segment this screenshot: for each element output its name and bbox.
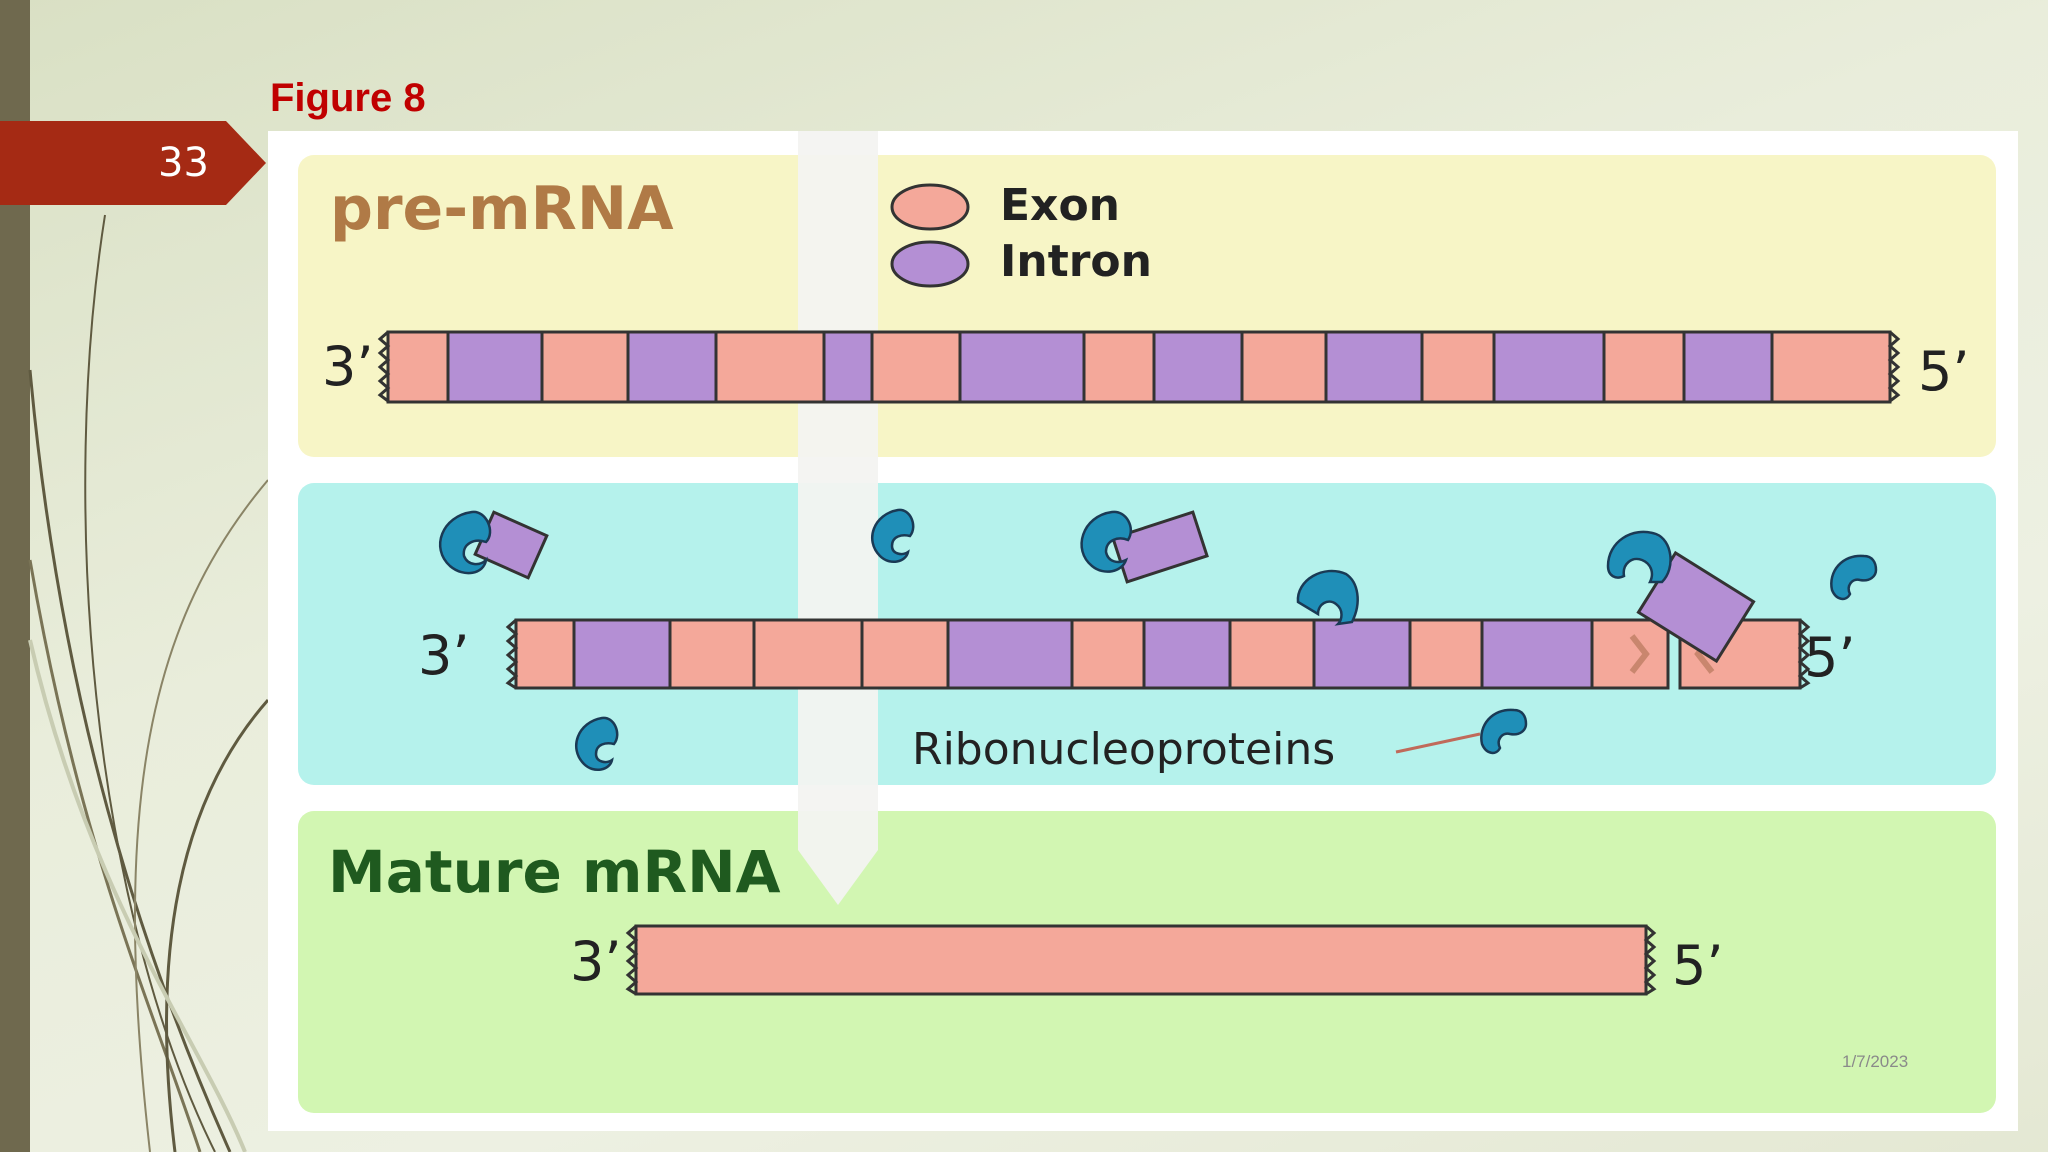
page-number-tab: [0, 121, 266, 205]
figure-panel: pre-mRNA Mature mRNA Exon Intron: [268, 131, 2018, 1131]
splicing-5prime-label: 5’: [1804, 626, 1856, 689]
page-number: 33: [158, 140, 209, 186]
mature-3prime-cut: [625, 924, 639, 996]
splicing-diagram: pre-mRNA Mature mRNA Exon Intron: [298, 131, 1996, 1113]
exon-legend-label: Exon: [1000, 180, 1120, 231]
splicing-strand: [505, 618, 1811, 690]
decorative-curves: [28, 214, 270, 1152]
exon-legend-swatch: [890, 183, 970, 231]
intron-legend-swatch: [890, 240, 970, 288]
rnp-pointer-line: [1395, 732, 1481, 754]
slide-date: 1/7/2023: [1842, 1052, 1909, 1071]
mature-3prime-label: 3’: [570, 930, 622, 993]
premrna-strand: [377, 330, 1901, 404]
ribonucleoprotein-icons: [439, 508, 1878, 772]
mature-5prime-label: 5’: [1672, 934, 1724, 997]
intron-legend-label: Intron: [1000, 236, 1152, 287]
premrna-title: pre-mRNA: [330, 174, 674, 244]
excised-intron: [1111, 510, 1209, 584]
figure-label: Figure 8: [270, 76, 426, 120]
mature-mrna-strand: [634, 924, 1648, 996]
premrna-3prime-label: 3’: [322, 335, 374, 398]
premrna-5prime-label: 5’: [1918, 340, 1970, 403]
mature-5prime-cut: [1643, 924, 1657, 996]
mature-title: Mature mRNA: [328, 838, 781, 906]
splicing-3prime-label: 3’: [418, 624, 470, 687]
rnp-label: Ribonucleoproteins: [912, 724, 1335, 775]
down-arrow: [798, 131, 878, 905]
